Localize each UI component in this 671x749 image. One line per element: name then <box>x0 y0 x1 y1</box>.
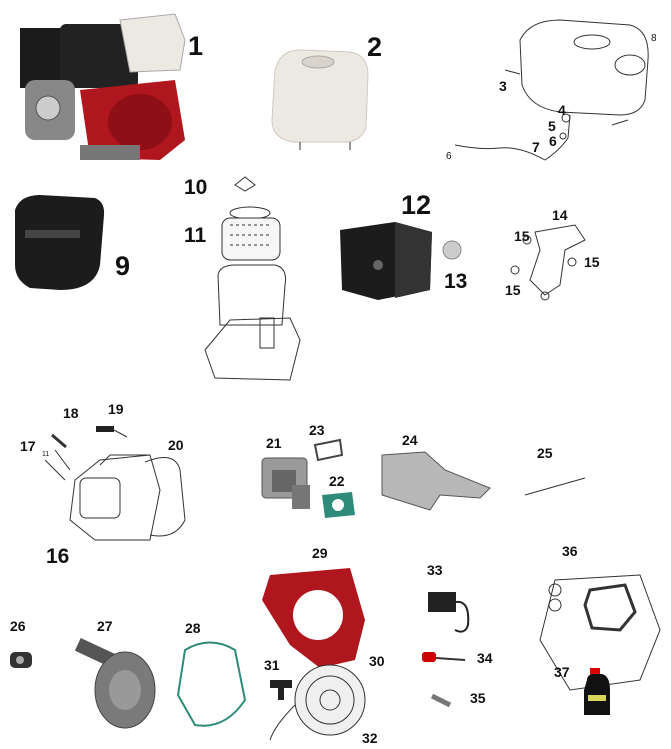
label-2: 2 <box>367 32 383 62</box>
part-34-switch[interactable] <box>422 652 466 662</box>
label-30: 30 <box>369 653 385 669</box>
label-17: 17 <box>20 438 36 454</box>
label-16: 16 <box>46 545 70 568</box>
label-4: 4 <box>558 102 566 118</box>
label-27: 27 <box>97 618 113 634</box>
part-33-ignition-coil[interactable] <box>428 592 470 633</box>
label-6-left: 6 <box>446 151 452 162</box>
part-16-20-cylinder-head[interactable] <box>44 426 186 541</box>
part-12-muffler[interactable] <box>340 222 432 300</box>
part-24-governor-bracket[interactable] <box>381 451 491 511</box>
label-29: 29 <box>312 545 328 561</box>
label-15a: 15 <box>514 228 530 244</box>
label-8: 8 <box>651 33 657 44</box>
part-28-crankcase-gasket[interactable] <box>176 641 247 727</box>
part-10-11-air-filter[interactable] <box>204 176 301 381</box>
part-21-carburetor[interactable] <box>261 457 310 509</box>
part-25-rod[interactable] <box>524 477 586 496</box>
label-37: 37 <box>554 664 570 680</box>
label-26: 26 <box>10 618 26 634</box>
part-31-starter-handle[interactable] <box>270 680 292 700</box>
label-25: 25 <box>537 445 553 461</box>
label-32: 32 <box>362 730 378 746</box>
label-6: 6 <box>549 133 557 149</box>
label-28: 28 <box>185 620 201 636</box>
label-18: 18 <box>63 405 79 421</box>
part-14-15-muffler-bracket[interactable] <box>510 224 586 301</box>
label-7: 7 <box>532 139 540 155</box>
label-24: 24 <box>402 432 418 448</box>
label-34: 34 <box>477 650 493 666</box>
label-5: 5 <box>548 118 556 134</box>
part-3-8-tank-assembly[interactable] <box>454 19 649 161</box>
part-29-fan-shroud[interactable] <box>262 568 365 668</box>
label-3: 3 <box>499 78 507 94</box>
part-9-air-cleaner[interactable] <box>15 195 105 290</box>
label-20: 20 <box>168 437 184 453</box>
label-35: 35 <box>470 690 486 706</box>
label-10: 10 <box>184 176 208 199</box>
label-1: 1 <box>188 31 204 61</box>
part-27-camshaft[interactable] <box>74 637 156 729</box>
label-19: 19 <box>108 401 124 417</box>
part-23-gasket[interactable] <box>313 438 344 462</box>
label-15c: 15 <box>505 282 521 298</box>
label-14: 14 <box>552 207 568 223</box>
label-15b: 15 <box>584 254 600 270</box>
label-9: 9 <box>115 251 131 281</box>
label-33: 33 <box>427 562 443 578</box>
part-1-engine[interactable] <box>20 13 186 160</box>
label-11: 11 <box>184 224 207 247</box>
label-12: 12 <box>401 190 432 220</box>
label-22: 22 <box>329 473 345 489</box>
part-26-bushing[interactable] <box>10 652 32 668</box>
part-37-oil-bottle[interactable] <box>584 668 610 715</box>
label-31: 31 <box>264 657 280 673</box>
label-23: 23 <box>309 422 325 438</box>
part-22-gasket[interactable] <box>322 492 355 518</box>
label-11-small: 11 <box>42 451 50 458</box>
part-13-spark-arrester[interactable] <box>442 240 462 260</box>
part-35-pin[interactable] <box>430 693 452 708</box>
part-30-recoil-starter[interactable] <box>269 664 366 741</box>
label-21: 21 <box>266 435 282 451</box>
label-36: 36 <box>562 543 578 559</box>
part-36-gasket-set[interactable] <box>539 574 661 691</box>
label-13: 13 <box>444 270 468 293</box>
part-2-fuel-tank[interactable] <box>271 49 369 150</box>
